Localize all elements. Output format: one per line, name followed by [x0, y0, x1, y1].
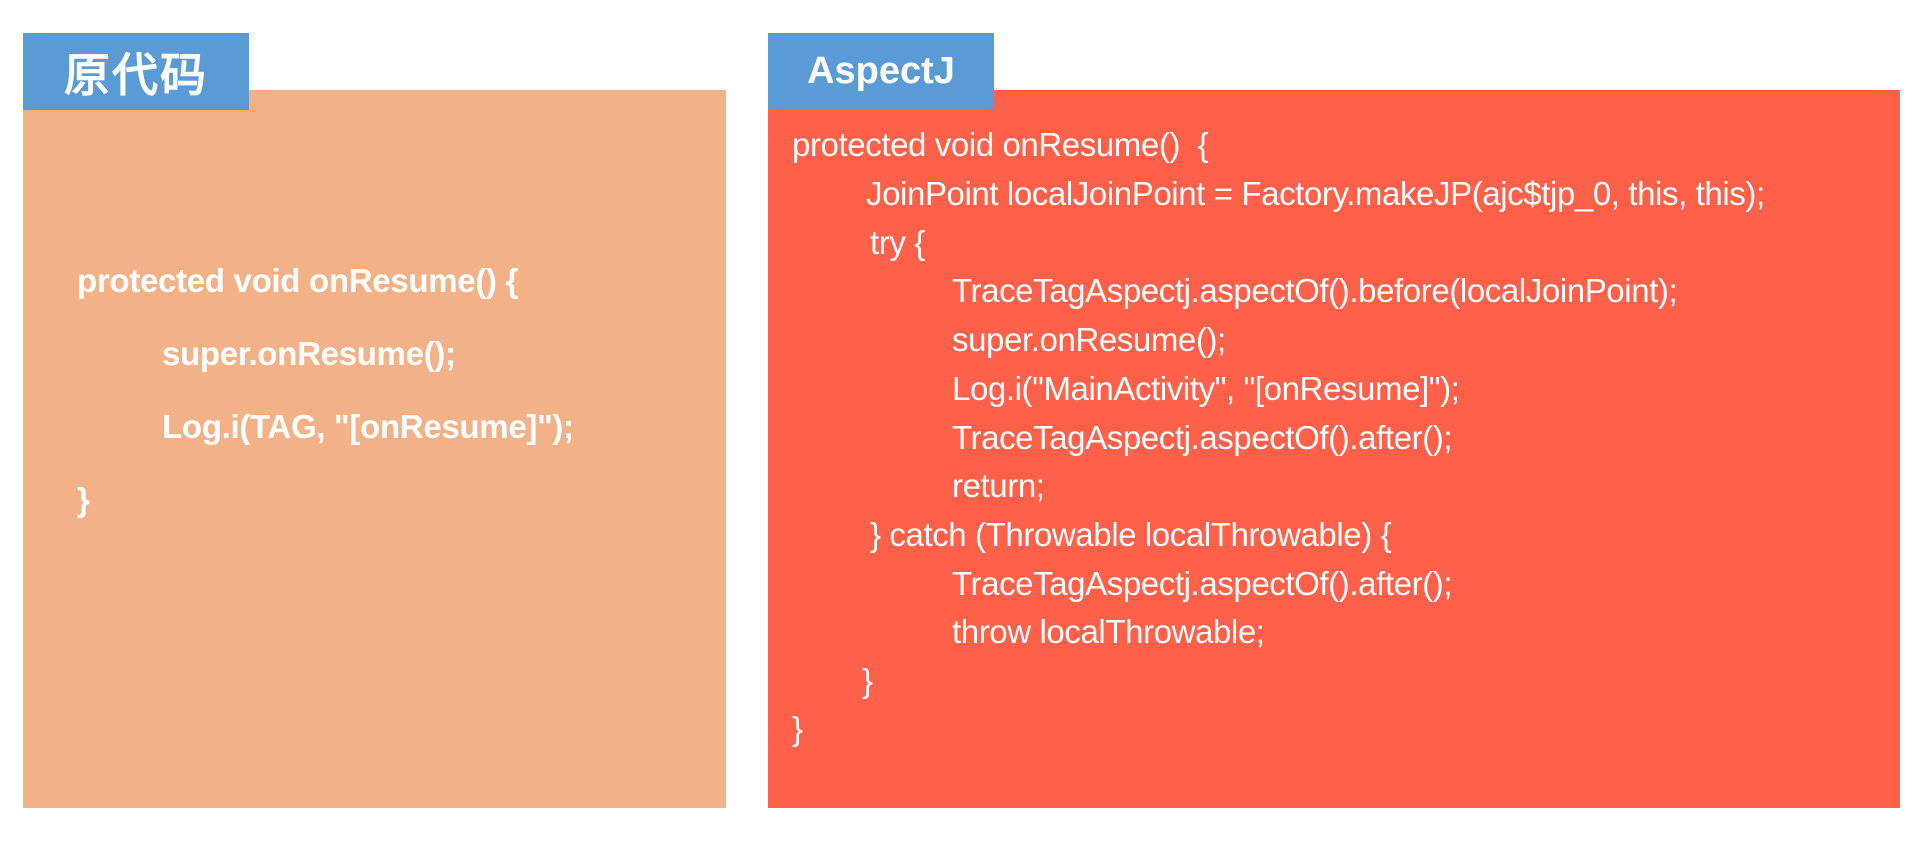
aspectj-code-line-6: Log.i("MainActivity", "[onResume]"); — [952, 370, 1460, 407]
aspectj-code-line-1: protected void onResume() { — [792, 126, 1209, 163]
original-code-line-2: super.onResume(); — [162, 335, 456, 372]
aspectj-tab-label: AspectJ — [768, 33, 994, 110]
original-code-line-3: Log.i(TAG, "[onResume]"); — [162, 408, 574, 445]
aspectj-code-line-3: try { — [870, 224, 925, 261]
aspectj-code-panel — [768, 90, 1900, 808]
aspectj-code-line-4: TraceTagAspectj.aspectOf().before(localJ… — [952, 272, 1678, 309]
original-code-panel — [23, 90, 726, 808]
original-code-tab-label: 原代码 — [23, 33, 249, 110]
aspectj-code-line-9: } catch (Throwable localThrowable) { — [870, 516, 1392, 553]
aspectj-code-line-10: TraceTagAspectj.aspectOf().after(); — [952, 565, 1453, 602]
aspectj-code-line-2: JoinPoint localJoinPoint = Factory.makeJ… — [866, 175, 1765, 212]
aspectj-code-line-7: TraceTagAspectj.aspectOf().after(); — [952, 419, 1453, 456]
aspectj-code-line-13: } — [792, 710, 803, 747]
original-code-line-1: protected void onResume() { — [77, 262, 519, 299]
aspectj-code-line-8: return; — [952, 467, 1045, 504]
aspectj-code-line-11: throw localThrowable; — [952, 613, 1265, 650]
aspectj-code-line-5: super.onResume(); — [952, 321, 1226, 358]
aspectj-code-line-12: } — [862, 662, 873, 699]
original-code-line-4: } — [77, 481, 90, 518]
